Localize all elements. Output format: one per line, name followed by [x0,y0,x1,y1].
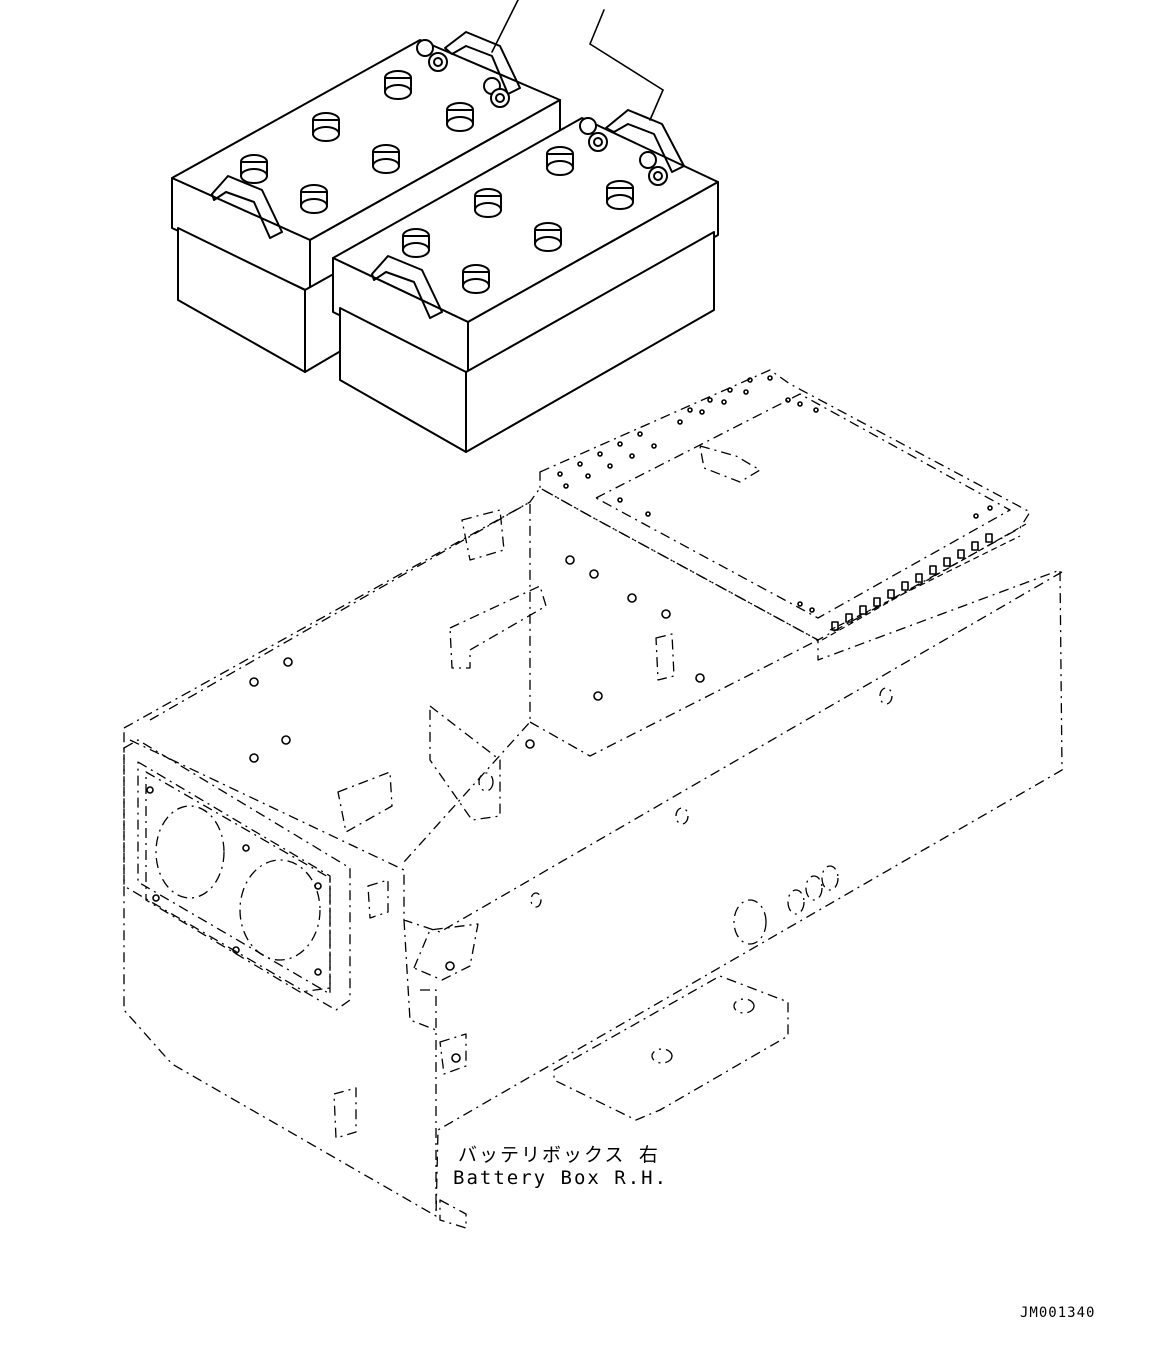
part-name-japanese: バッテリボックス 右 [458,1144,660,1166]
part-name-english: Battery Box R.H. [453,1167,669,1189]
battery-box [123,369,1063,1229]
battery-front [332,109,719,453]
drawing-number: JM001340 [1020,1305,1096,1321]
leader-lines [491,0,664,121]
